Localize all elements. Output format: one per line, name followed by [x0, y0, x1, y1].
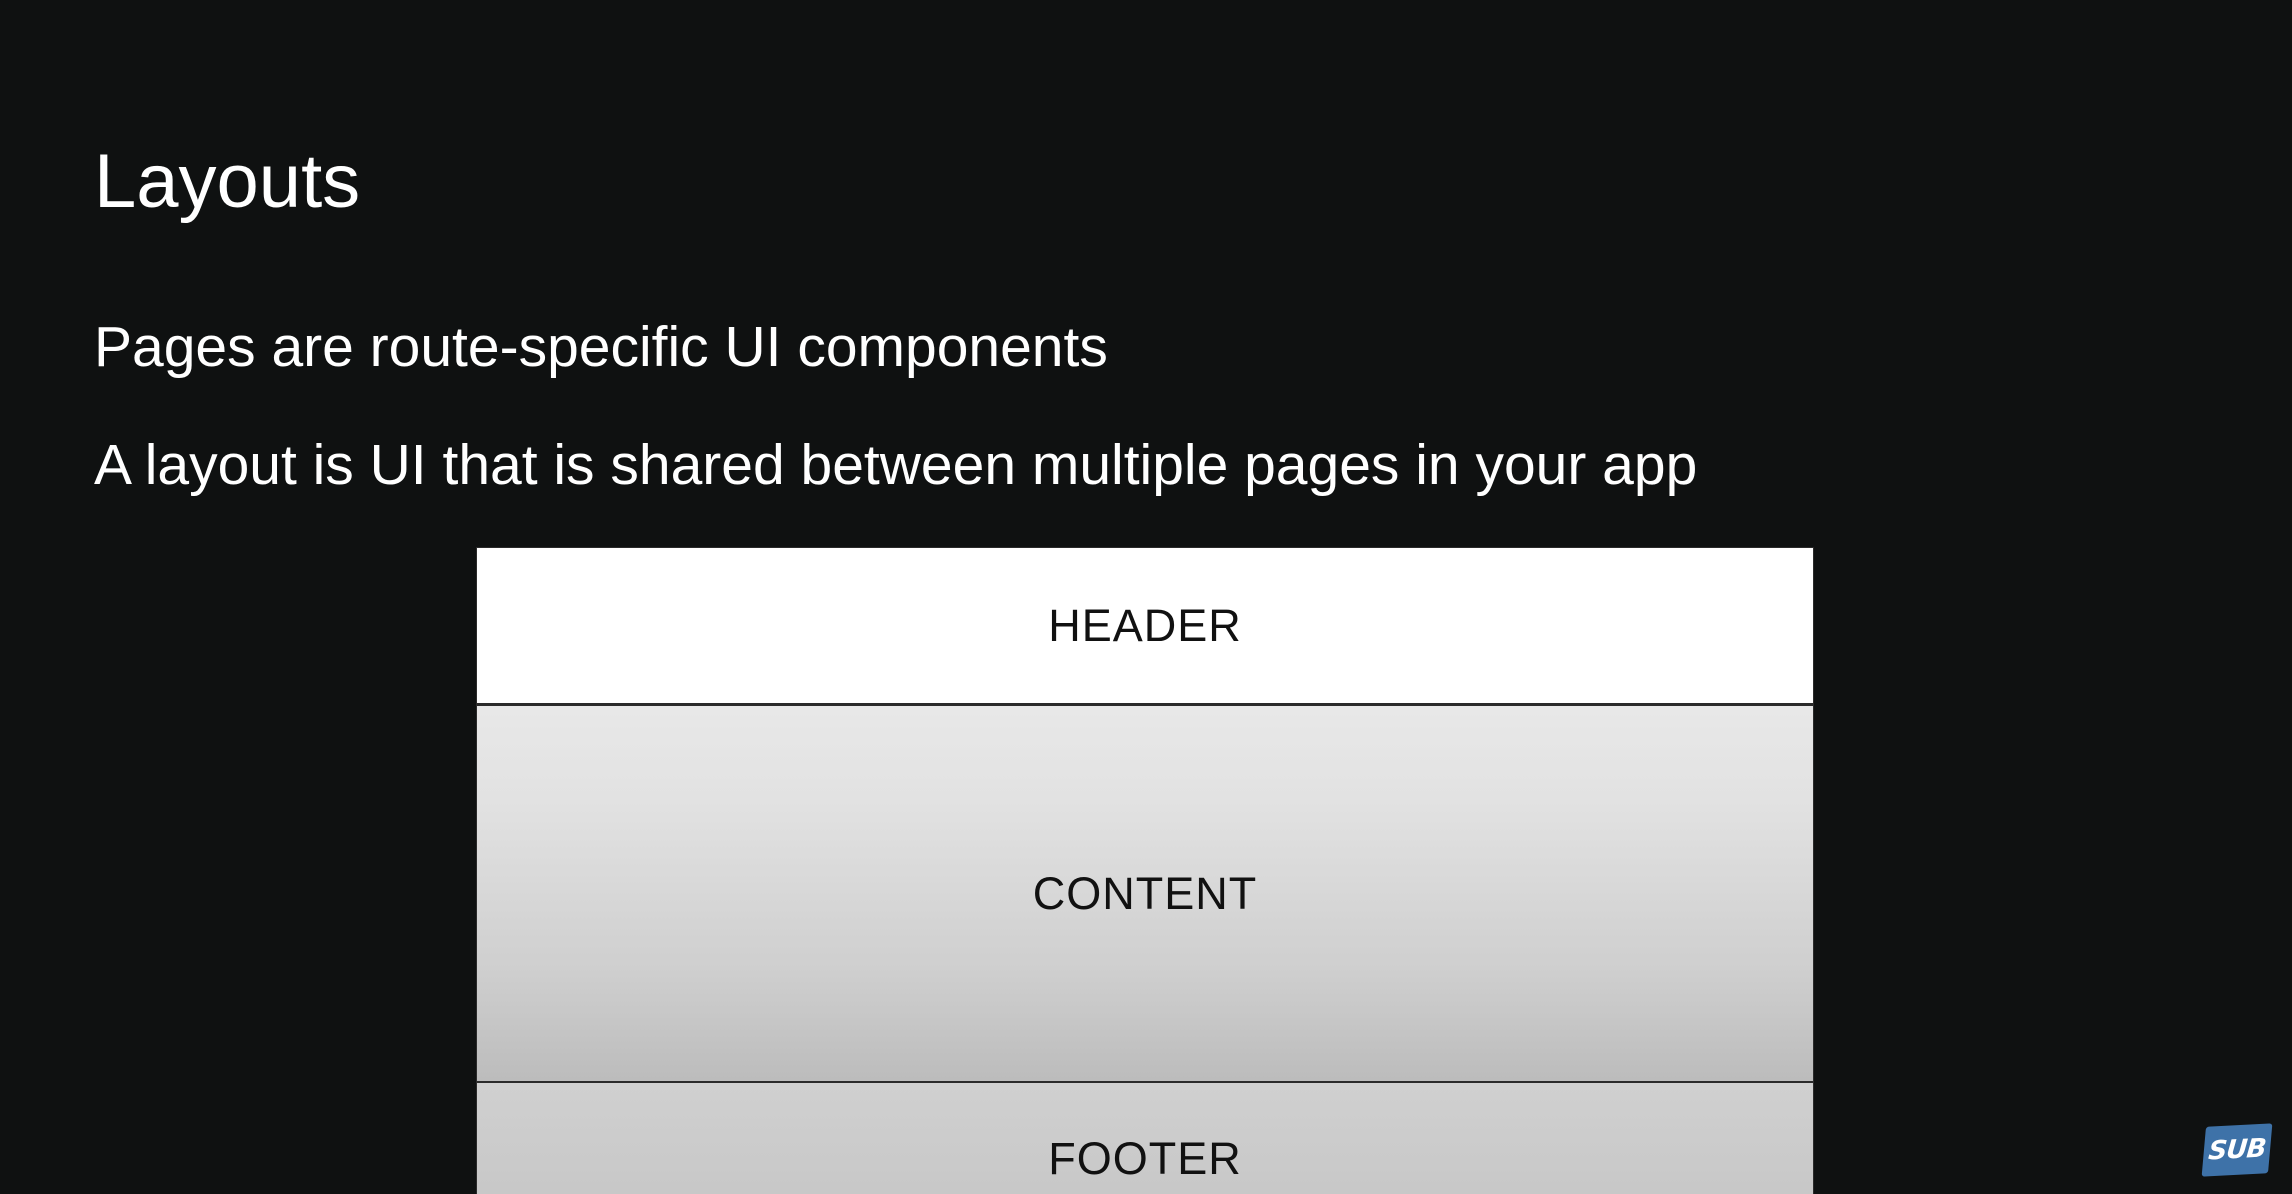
slide-title: Layouts: [94, 139, 361, 224]
diagram-footer-block: FOOTER: [476, 1081, 1814, 1194]
header-label: HEADER: [1048, 599, 1242, 651]
footer-label: FOOTER: [1048, 1133, 1242, 1184]
bullet-pages: Pages are route-specific UI components: [94, 315, 1108, 379]
subscribe-badge[interactable]: SUB: [2201, 1123, 2273, 1177]
subscribe-badge-label: SUB: [2207, 1133, 2267, 1167]
diagram-content-block: CONTENT: [476, 704, 1814, 1082]
layout-diagram: HEADER CONTENT FOOTER: [476, 547, 1814, 1194]
diagram-header-block: HEADER: [476, 547, 1814, 704]
content-label: CONTENT: [1032, 867, 1258, 919]
bullet-layout: A layout is UI that is shared between mu…: [94, 433, 1698, 497]
